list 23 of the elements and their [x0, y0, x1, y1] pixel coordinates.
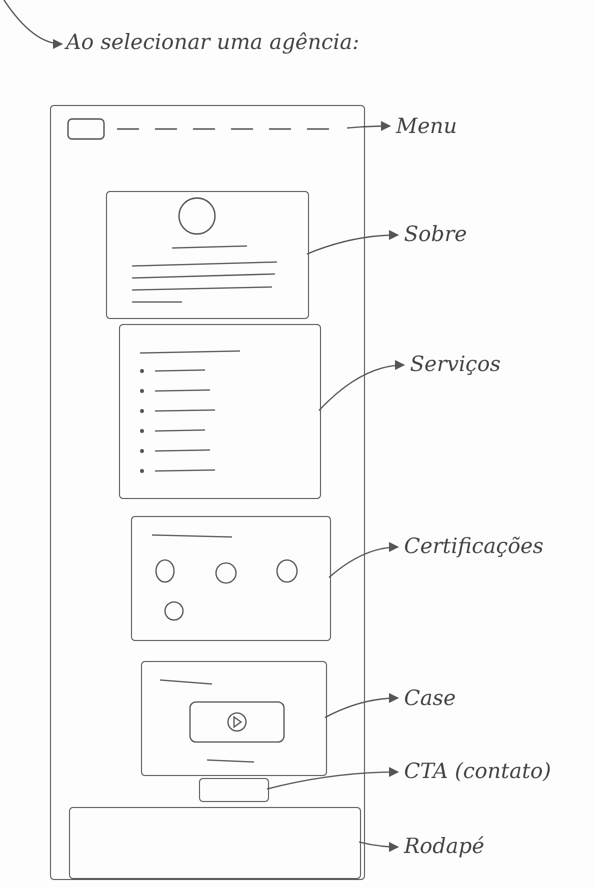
button-placeholder	[199, 778, 269, 802]
callout-label: Serviços	[410, 348, 520, 382]
leader-line	[358, 841, 399, 852]
callout-label: Rodapé	[404, 830, 514, 864]
arrow	[3, 0, 63, 48]
leader-line	[346, 121, 391, 132]
leader-line	[306, 230, 399, 255]
footer-band	[69, 807, 361, 879]
callout-label: Case	[404, 682, 484, 714]
section-card	[106, 191, 309, 319]
heading: Ao selecionar uma agência:	[66, 26, 366, 62]
leader-line	[324, 693, 399, 718]
callout-label: Sobre	[404, 218, 494, 252]
leader-line	[328, 542, 399, 578]
leader-line	[318, 360, 405, 411]
callout-label: Certificações	[404, 530, 574, 564]
phone-frame	[50, 105, 365, 880]
callout-label: Menu	[396, 110, 486, 142]
section-card	[119, 324, 321, 499]
leader-line	[266, 767, 399, 790]
section-card	[131, 516, 331, 641]
section-card	[141, 661, 327, 776]
callout-label: CTA (contato)	[404, 755, 574, 789]
